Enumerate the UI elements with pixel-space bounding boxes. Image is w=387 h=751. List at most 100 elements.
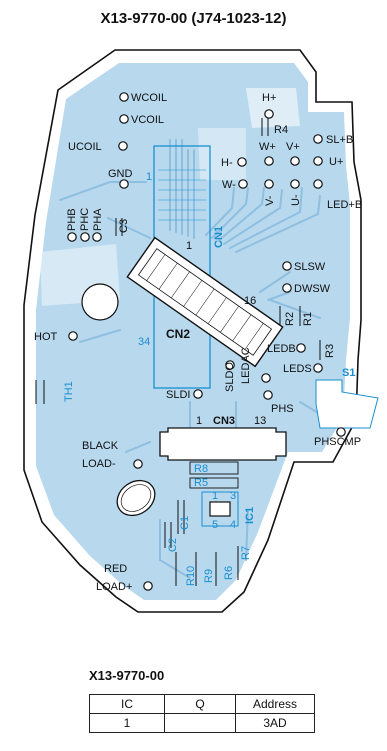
label-th1: TH1 <box>63 381 75 402</box>
label-phb: PHB <box>66 208 78 231</box>
cell-address: 3AD <box>235 713 315 733</box>
board-title: X13-9770-00 (J74-1023-12) <box>100 10 287 27</box>
label-load-minus: LOAD- <box>82 458 116 470</box>
label-ledb: LEDB <box>267 343 296 355</box>
pad-labels: WCOIL VCOIL UCOIL GND H+ R4 SL+B H- W+ V… <box>34 92 362 593</box>
cell-ic: 1 <box>89 713 165 733</box>
pad-pha <box>92 232 102 242</box>
pad-ucoil <box>118 141 128 151</box>
label-led-plus-b: LED+B <box>327 199 362 211</box>
address-table-header: IC Q Address <box>89 694 315 714</box>
label-slsw: SLSW <box>294 261 326 273</box>
label-sl-plus-b: SL+B <box>326 134 353 146</box>
label-r6: R6 <box>223 566 235 580</box>
pad-ledac <box>261 373 271 383</box>
label-leds: LEDS <box>283 363 312 375</box>
label-ic1: IC1 <box>244 507 256 524</box>
table-row: 1 3AD <box>89 713 315 733</box>
label-ic1-pin3: 3 <box>230 490 236 502</box>
label-cn1: CN1 <box>213 226 225 248</box>
pad-leds <box>313 363 323 373</box>
label-w-minus: W- <box>222 179 236 191</box>
pad-u-minus <box>290 179 300 189</box>
label-red: RED <box>104 563 127 575</box>
label-v-plus: V+ <box>286 141 300 153</box>
label-cn3-pin1: 1 <box>196 415 202 427</box>
r5-resistor <box>189 477 239 489</box>
ic1-chip <box>209 501 231 517</box>
component-labels: CN1 1 1 16 34 CN2 1 CN3 13 TH1 S1 R8 R5 … <box>63 171 355 586</box>
header-address: Address <box>235 694 315 714</box>
pad-sldo <box>225 360 235 370</box>
label-vcoil: VCOIL <box>131 114 164 126</box>
pad-h-plus <box>264 109 274 119</box>
label-u-plus: U+ <box>329 156 343 168</box>
pad-w-plus <box>264 156 274 166</box>
label-phs: PHS <box>271 403 294 415</box>
label-c1: C1 <box>179 516 191 530</box>
pad-sldi <box>193 389 203 399</box>
label-s1: S1 <box>342 367 355 379</box>
label-cn1-pin1: 1 <box>146 171 152 183</box>
address-table-title: X13-9770-00 <box>89 668 165 683</box>
label-r9: R9 <box>203 569 215 583</box>
label-cn2: CN2 <box>166 327 190 341</box>
pad-load-minus <box>133 459 143 469</box>
label-cn3-pin13: 13 <box>254 415 266 427</box>
pad-led-plus-b <box>313 179 323 189</box>
label-h-plus: H+ <box>262 92 276 104</box>
traces <box>59 139 331 579</box>
small-parts <box>35 118 321 404</box>
label-ledac: LEDAC <box>240 347 252 384</box>
label-sldi: SLDI <box>166 389 190 401</box>
label-r10: R10 <box>185 566 197 586</box>
pcb-layout-diagram: WCOIL VCOIL UCOIL GND H+ R4 SL+B H- W+ V… <box>23 49 379 613</box>
cn3-connector <box>159 427 287 461</box>
label-ucoil: UCOIL <box>68 141 102 153</box>
label-h-minus: H- <box>221 157 233 169</box>
address-table: IC Q Address 1 3AD <box>89 694 315 733</box>
label-r1: R1 <box>302 312 314 326</box>
label-c3: C3 <box>118 219 130 233</box>
pad-w-minus <box>238 179 248 189</box>
board-clearance <box>198 128 246 180</box>
bottom-resistors <box>164 500 239 586</box>
pad-phscmp <box>336 427 346 437</box>
cn2-connector <box>126 236 284 368</box>
pad-vcoil <box>119 114 129 124</box>
label-cn2-pin16: 16 <box>244 295 256 307</box>
label-w-plus: W+ <box>259 141 276 153</box>
pad-phb <box>67 232 77 242</box>
label-black: BLACK <box>82 440 119 452</box>
pads <box>67 92 346 591</box>
label-r5: R5 <box>194 477 208 489</box>
pad-hot <box>68 331 78 341</box>
pad-phc <box>80 232 90 242</box>
label-ic1-pin4: 4 <box>230 519 236 531</box>
cell-q <box>164 713 236 733</box>
pad-wcoil <box>119 92 129 102</box>
pad-v-plus <box>290 156 300 166</box>
label-ic1-pin5: 5 <box>212 519 218 531</box>
pad-gnd <box>119 179 129 189</box>
r8-resistor <box>189 461 239 475</box>
mounting-hole <box>81 283 119 321</box>
oval-component <box>116 479 156 517</box>
pad-load-plus <box>143 581 153 591</box>
header-ic: IC <box>89 694 165 714</box>
label-r2: R2 <box>284 312 296 326</box>
label-c2: C2 <box>167 538 179 552</box>
pad-phs <box>263 390 273 400</box>
oval-component-inner <box>120 484 152 512</box>
copper-area <box>36 63 350 600</box>
label-ic1-pin1: 1 <box>212 490 218 502</box>
label-sldo: SLDO <box>224 362 236 392</box>
label-hot: HOT <box>34 331 58 343</box>
label-v-minus: V- <box>264 195 276 206</box>
pad-u-plus <box>313 156 323 166</box>
label-cn3: CN3 <box>213 415 235 427</box>
label-wcoil: WCOIL <box>131 92 167 104</box>
pad-sl-plus-b <box>313 134 323 144</box>
label-r4: R4 <box>274 124 288 136</box>
label-cn2-pin1: 1 <box>186 240 192 252</box>
